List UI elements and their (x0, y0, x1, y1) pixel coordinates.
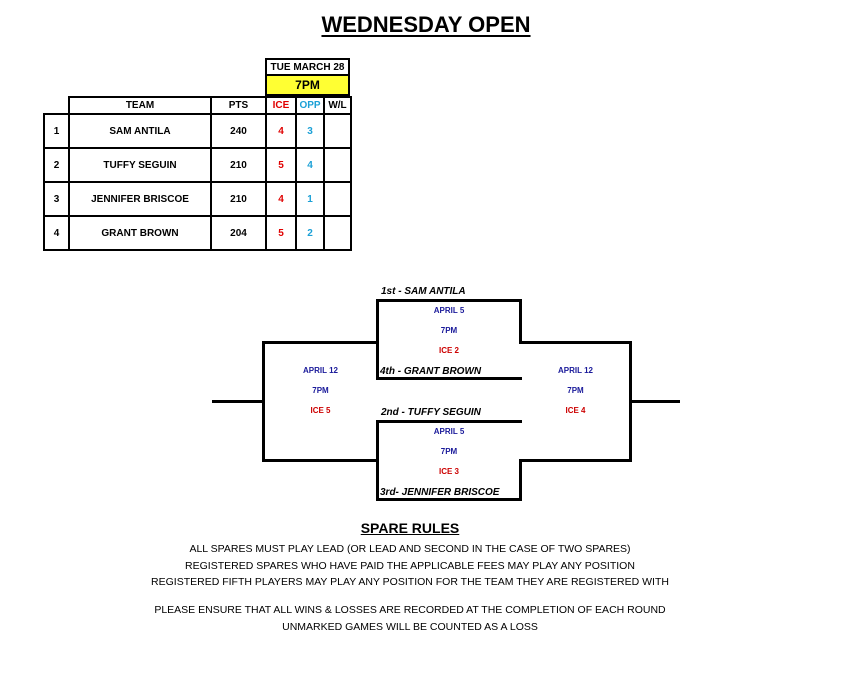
bracket-line (630, 400, 680, 403)
seed-2-label: 2nd - TUFFY SEGUIN (381, 407, 481, 418)
seed-1-label: 1st - SAM ANTILA (381, 286, 466, 297)
ice-cell: 4 (265, 181, 297, 217)
table-row: 1 SAM ANTILA 240 4 3 (43, 113, 352, 149)
right-game-ice: ICE 4 (565, 406, 586, 415)
rank-cell: 2 (43, 147, 70, 183)
wl-cell[interactable] (323, 215, 352, 251)
top-game-date: APRIL 5 (433, 306, 465, 315)
wl-cell[interactable] (323, 147, 352, 183)
pts-cell: 204 (210, 215, 267, 251)
bracket-line (376, 420, 522, 423)
team-cell: JENNIFER BRISCOE (68, 181, 212, 217)
bracket-line (212, 400, 264, 403)
rule-line: PLEASE ENSURE THAT ALL WINS & LOSSES ARE… (154, 604, 666, 616)
opp-header: OPP (295, 96, 325, 115)
standings-table: TEAM PTS ICE OPP W/L 1 SAM ANTILA 240 4 … (43, 96, 352, 251)
table-row: 2 TUFFY SEGUIN 210 5 4 (43, 147, 352, 183)
left-game-ice: ICE 5 (310, 406, 331, 415)
table-row: 4 GRANT BROWN 204 5 2 (43, 215, 352, 251)
seed-3-label: 3rd- JENNIFER BRISCOE (380, 487, 500, 498)
table-row: 3 JENNIFER BRISCOE 210 4 1 (43, 181, 352, 217)
team-cell: TUFFY SEGUIN (68, 147, 212, 183)
ice-header: ICE (265, 96, 297, 115)
opp-cell: 2 (295, 215, 325, 251)
opp-cell: 3 (295, 113, 325, 149)
bracket-line (519, 299, 522, 344)
ice-cell: 4 (265, 113, 297, 149)
left-game-date: APRIL 12 (303, 366, 338, 375)
bracket-line (376, 299, 522, 302)
right-game-time: 7PM (567, 386, 584, 395)
table-header-row: TEAM PTS ICE OPP W/L (44, 96, 352, 115)
ice-cell: 5 (265, 215, 297, 251)
bracket-line (519, 459, 522, 501)
team-header: TEAM (68, 96, 212, 115)
bracket-line (376, 299, 379, 380)
wl-header: W/L (323, 96, 352, 115)
rank-cell: 4 (43, 215, 70, 251)
bracket-line (262, 459, 379, 462)
schedule-date: TUE MARCH 28 (265, 58, 350, 76)
rank-cell: 1 (43, 113, 70, 149)
pts-cell: 210 (210, 181, 267, 217)
seed-4-label: 4th - GRANT BROWN (380, 366, 482, 377)
wl-cell[interactable] (323, 113, 352, 149)
team-cell: GRANT BROWN (68, 215, 212, 251)
top-game-time: 7PM (440, 326, 458, 335)
rule-line: REGISTERED SPARES WHO HAVE PAID THE APPL… (185, 560, 635, 572)
rule-line: ALL SPARES MUST PLAY LEAD (OR LEAD AND S… (189, 543, 631, 555)
right-game-date: APRIL 12 (558, 366, 593, 375)
wl-cell[interactable] (323, 181, 352, 217)
opp-cell: 4 (295, 147, 325, 183)
rule-line: UNMARKED GAMES WILL BE COUNTED AS A LOSS (282, 621, 538, 633)
top-game-ice: ICE 2 (438, 346, 459, 355)
opp-cell: 1 (295, 181, 325, 217)
bottom-game-time: 7PM (440, 447, 458, 456)
spare-rules-title: SPARE RULES (360, 520, 460, 536)
pts-cell: 210 (210, 147, 267, 183)
left-game-time: 7PM (312, 386, 329, 395)
rule-line: REGISTERED FIFTH PLAYERS MAY PLAY ANY PO… (151, 576, 669, 588)
bracket-line (376, 377, 522, 380)
bracket-line (262, 341, 379, 344)
bracket-line (376, 498, 522, 501)
schedule-time: 7PM (265, 76, 350, 96)
rank-header (44, 97, 69, 115)
pts-header: PTS (210, 96, 267, 115)
bracket-line (519, 341, 632, 344)
team-cell: SAM ANTILA (68, 113, 212, 149)
bracket-line (519, 459, 632, 462)
ice-cell: 5 (265, 147, 297, 183)
bottom-game-date: APRIL 5 (433, 427, 465, 436)
pts-cell: 240 (210, 113, 267, 149)
page-title: WEDNESDAY OPEN (321, 12, 531, 37)
rank-cell: 3 (43, 181, 70, 217)
bottom-game-ice: ICE 3 (438, 467, 459, 476)
